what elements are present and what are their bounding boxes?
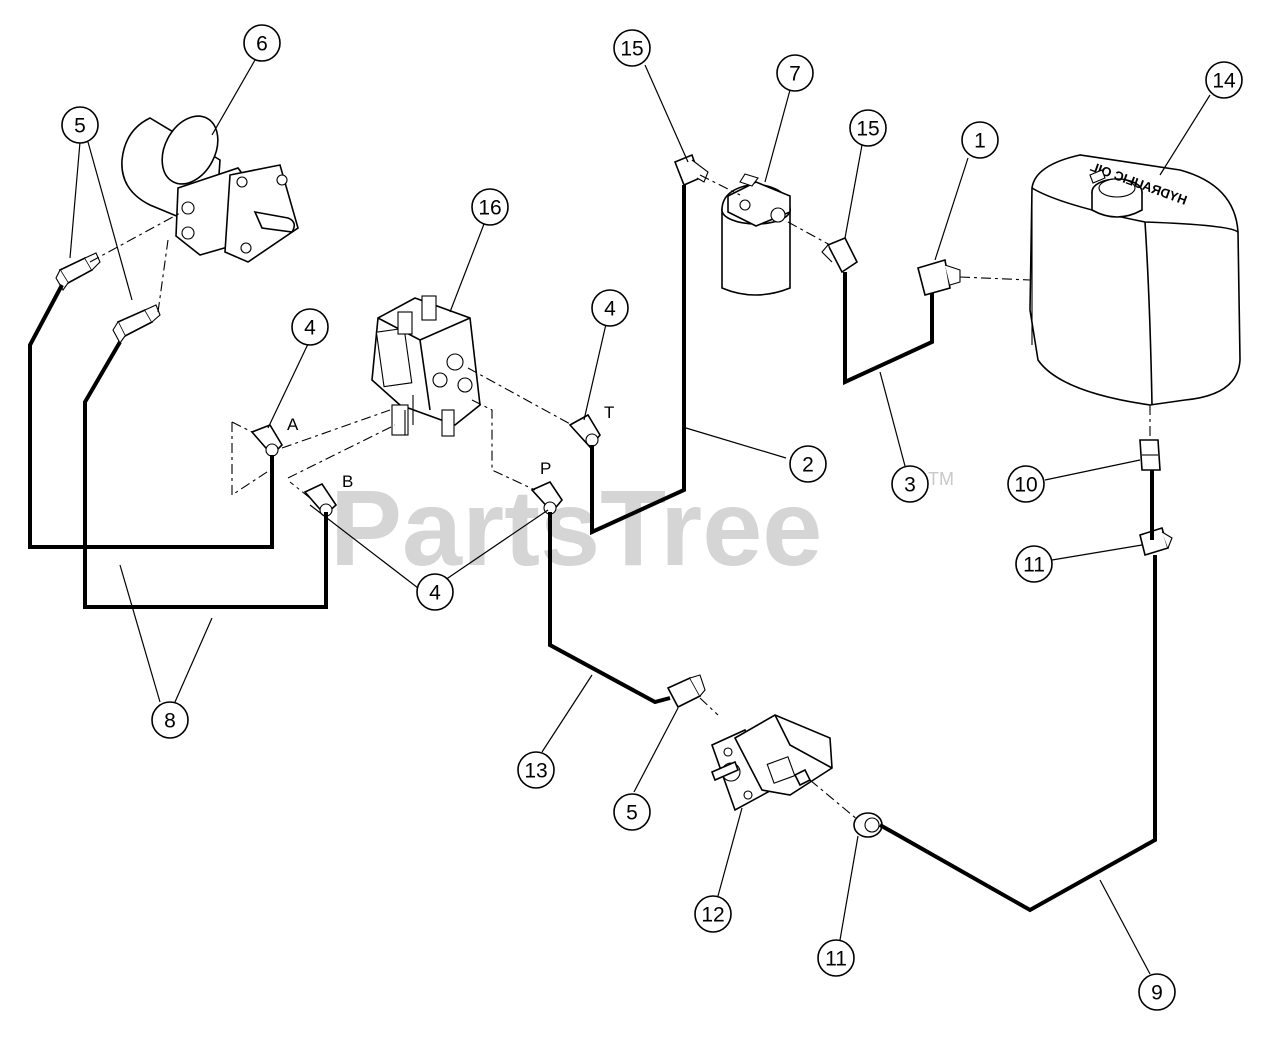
callout-6[interactable]: 6 xyxy=(243,24,281,62)
callout-16[interactable]: 16 xyxy=(471,188,509,226)
callout-8[interactable]: 8 xyxy=(151,701,189,739)
callout-label: 11 xyxy=(1023,554,1045,577)
callout-label: 5 xyxy=(74,115,86,138)
callout-label: 6 xyxy=(256,33,268,56)
callout-12[interactable]: 12 xyxy=(694,895,732,933)
callout-label: 15 xyxy=(856,118,879,141)
assembly-centerlines xyxy=(89,174,1151,821)
elbow-fitting-part-1[interactable] xyxy=(917,258,961,296)
fitting-part-10[interactable] xyxy=(1139,439,1161,471)
callout-label: 1 xyxy=(974,130,986,153)
leader-lines xyxy=(69,59,1211,975)
hose-clamp-part-11-lower[interactable] xyxy=(853,812,883,838)
control-valve-part-16[interactable] xyxy=(371,295,481,437)
callout-7[interactable]: 7 xyxy=(776,54,814,92)
port-label-t: T xyxy=(604,403,614,422)
callout-10[interactable]: 10 xyxy=(1007,465,1045,503)
fitting-part-5-pump[interactable] xyxy=(666,674,706,709)
callout-4-bottom[interactable]: 4 xyxy=(416,573,454,611)
callout-label: 13 xyxy=(524,760,547,783)
callout-11-bottom[interactable]: 11 xyxy=(817,939,855,977)
callout-label: 12 xyxy=(701,904,724,927)
callout-label: 14 xyxy=(1212,70,1236,93)
hose-clamp-part-11-upper[interactable] xyxy=(1139,526,1173,557)
callout-label: 16 xyxy=(478,197,501,220)
callout-label: 9 xyxy=(1151,982,1163,1005)
callout-15-right[interactable]: 15 xyxy=(849,109,887,147)
elbow-fitting-port-a[interactable] xyxy=(250,424,284,457)
callout-label: 7 xyxy=(789,63,801,86)
callout-label: 3 xyxy=(904,474,916,497)
fitting-part-5-lower[interactable] xyxy=(112,304,161,345)
port-label-b: B xyxy=(342,472,353,491)
callout-11-right[interactable]: 11 xyxy=(1015,545,1053,583)
callout-label: 11 xyxy=(825,948,847,971)
callout-13[interactable]: 13 xyxy=(517,751,555,789)
watermark: PartsTree xyxy=(330,467,822,588)
callout-label: 15 xyxy=(620,38,643,61)
callout-label: 5 xyxy=(626,802,638,825)
elbow-fitting-part-15-right[interactable] xyxy=(821,236,859,274)
callout-2[interactable]: 2 xyxy=(789,445,827,483)
callout-label: 4 xyxy=(304,317,316,340)
port-label-a: A xyxy=(287,415,299,434)
callout-label: 8 xyxy=(164,710,176,733)
hose-assemblies xyxy=(28,185,1157,913)
callout-4-left[interactable]: 4 xyxy=(291,308,329,346)
hydraulic-pump-part-12[interactable] xyxy=(710,714,833,812)
callout-1[interactable]: 1 xyxy=(961,121,999,159)
elbow-fitting-port-t[interactable] xyxy=(568,413,601,449)
callout-label: 2 xyxy=(802,454,814,477)
callout-4-right[interactable]: 4 xyxy=(591,289,629,327)
callout-label: 10 xyxy=(1014,474,1037,497)
callout-5-bottom[interactable]: 5 xyxy=(613,793,651,831)
callout-label: 4 xyxy=(429,582,441,605)
callout-14[interactable]: 14 xyxy=(1205,61,1243,99)
callout-5-left[interactable]: 5 xyxy=(61,106,99,144)
callout-3[interactable]: 3 xyxy=(891,465,929,503)
callout-15-left[interactable]: 15 xyxy=(613,29,651,67)
hydraulic-tank-part-14[interactable]: HYDRAULIC OIL xyxy=(1029,154,1241,406)
elbow-fitting-part-15-left[interactable] xyxy=(673,153,709,187)
callout-label: 4 xyxy=(604,298,616,321)
callout-9[interactable]: 9 xyxy=(1138,973,1176,1011)
filter-part-7[interactable] xyxy=(721,173,791,296)
fitting-part-5-upper[interactable] xyxy=(55,252,101,292)
watermark-tm: TM xyxy=(928,469,954,489)
hydraulic-motor-part-6[interactable] xyxy=(121,106,299,263)
port-label-p: P xyxy=(540,459,551,478)
